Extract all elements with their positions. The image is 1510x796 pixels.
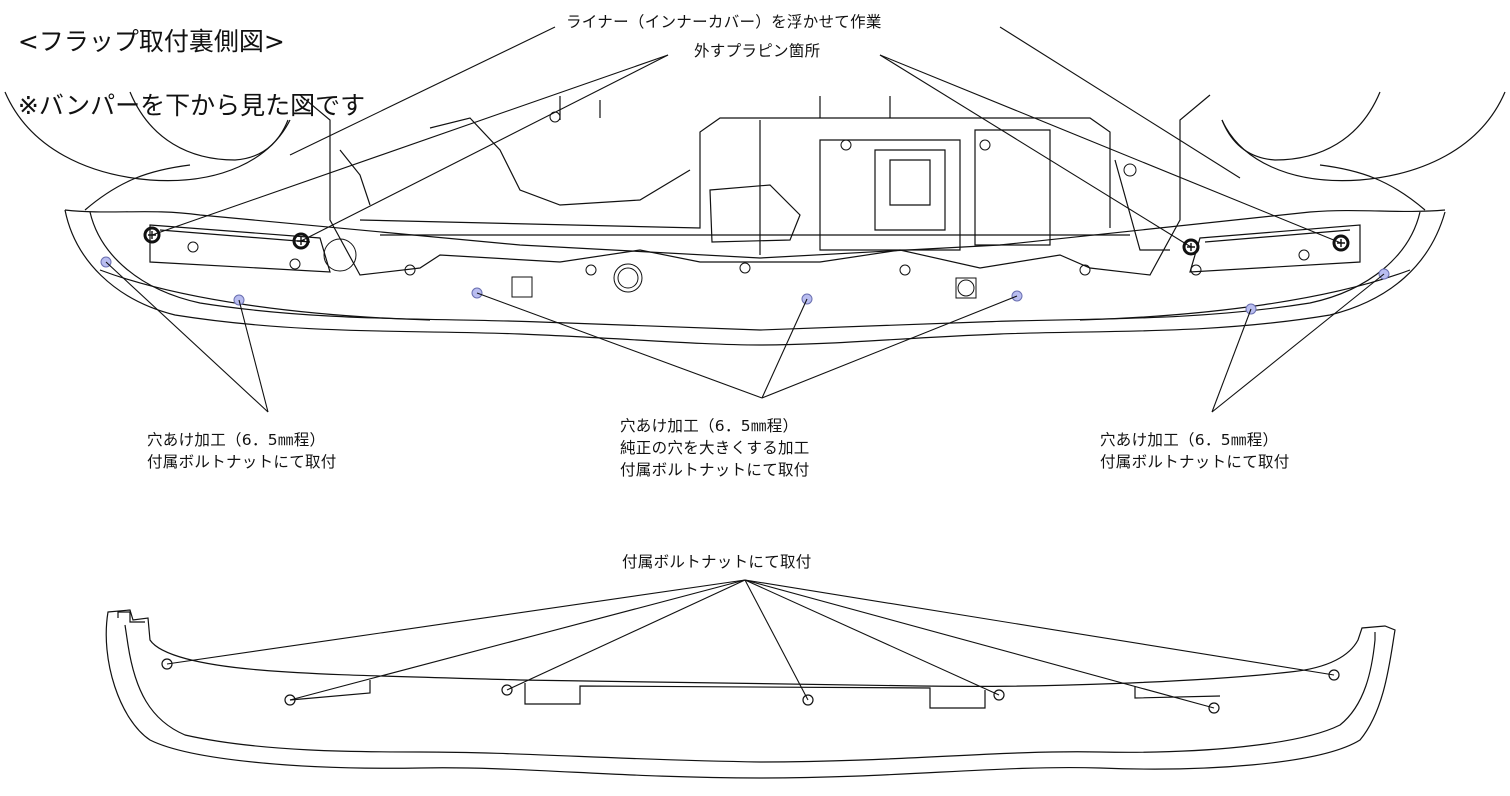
right-hole-line-2: 付属ボルトナットにて取付 xyxy=(1100,453,1290,471)
left-hole-callout: 穴あけ加工（6．5㎜程） 付属ボルトナットにて取付 xyxy=(147,429,337,473)
right-hole-line-1: 穴あけ加工（6．5㎜程） xyxy=(1100,431,1279,449)
liner-callout-label: ライナー（インナーカバー）を浮かせて作業 xyxy=(566,13,882,31)
bumper-body-outline xyxy=(64,164,1446,346)
leader-lines xyxy=(105,26,1385,709)
center-hole-line-1: 穴あけ加工（6．5㎜程） xyxy=(620,417,799,435)
diagram-title: <フラップ取付裏側図> ※バンパーを下から見た図です xyxy=(2,0,365,122)
center-hole-line-2: 純正の穴を大きくする加工 xyxy=(620,439,810,457)
right-tire-outline xyxy=(1221,91,1506,182)
pin-callout-label: 外すプラピン箇所 xyxy=(694,42,821,60)
center-hole-line-3: 付属ボルトナットにて取付 xyxy=(620,461,810,479)
drill-hole-markers xyxy=(100,256,1390,315)
right-hole-callout: 穴あけ加工（6．5㎜程） 付属ボルトナットにて取付 xyxy=(1100,429,1290,473)
bumper-inner-structure xyxy=(149,94,1361,276)
left-tire-outline xyxy=(4,91,291,182)
left-hole-line-1: 穴あけ加工（6．5㎜程） xyxy=(147,431,326,449)
title-line-1: <フラップ取付裏側図> xyxy=(17,27,285,56)
title-line-2: ※バンパーを下から見た図です xyxy=(17,91,366,120)
structure-fixings xyxy=(187,111,1310,299)
left-hole-line-2: 付属ボルトナットにて取付 xyxy=(147,453,337,471)
center-hole-callout: 穴あけ加工（6．5㎜程） 純正の穴を大きくする加工 付属ボルトナットにて取付 xyxy=(620,415,810,481)
flap-part-outline xyxy=(105,609,1396,779)
flap-bolt-callout-label: 付属ボルトナットにて取付 xyxy=(622,553,812,571)
